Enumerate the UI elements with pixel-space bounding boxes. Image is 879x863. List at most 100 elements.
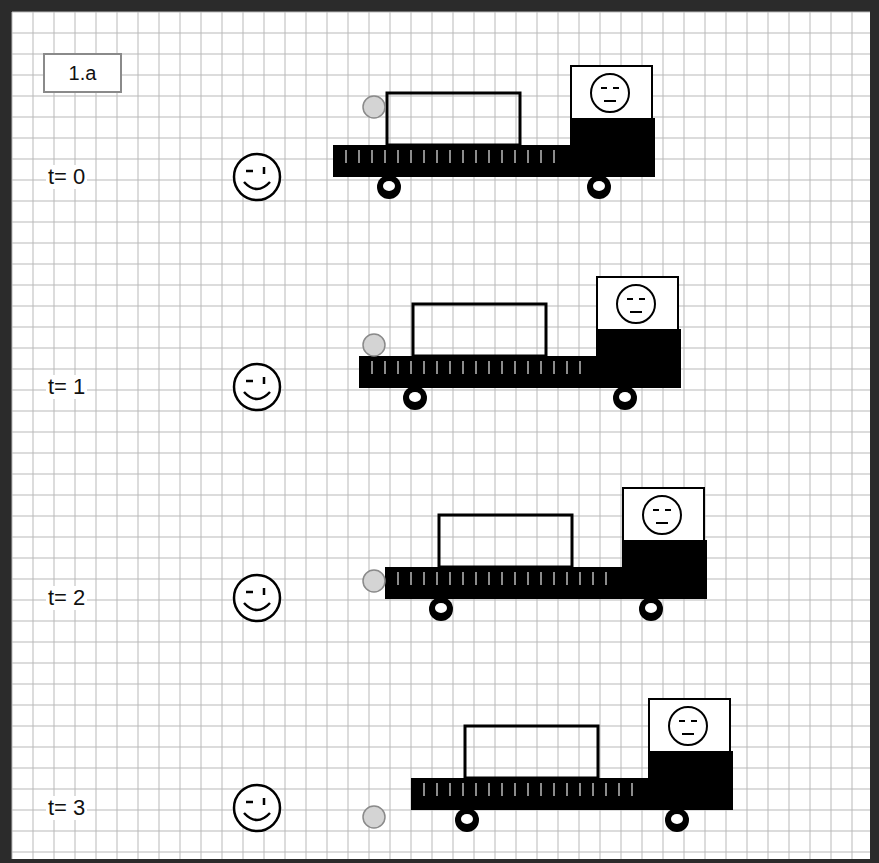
bed-tick xyxy=(488,783,490,796)
truck-bed xyxy=(333,145,655,177)
grid-line xyxy=(12,180,870,181)
bed-tick xyxy=(592,572,594,585)
grid-line xyxy=(516,12,517,859)
grid-line xyxy=(12,537,870,538)
bed-tick xyxy=(475,783,477,796)
bed-tick xyxy=(449,572,451,585)
bed-tick xyxy=(501,783,503,796)
grid-line xyxy=(222,12,223,859)
face-outline xyxy=(617,285,655,323)
bed-tick xyxy=(527,783,529,796)
grid-line xyxy=(306,12,307,859)
grid-line xyxy=(264,12,265,859)
grid-line xyxy=(12,453,870,454)
grid-line xyxy=(789,12,790,859)
grid-line xyxy=(12,117,870,118)
eye xyxy=(691,720,697,722)
mouth xyxy=(682,733,694,735)
bed-tick xyxy=(579,783,581,796)
bed-tick xyxy=(579,572,581,585)
cargo-box xyxy=(413,304,546,356)
grid-line xyxy=(327,12,328,859)
grid-line xyxy=(12,642,870,643)
bed-tick xyxy=(488,361,490,374)
truck xyxy=(385,488,707,621)
grid-line xyxy=(33,12,34,859)
bed-tick xyxy=(436,150,438,163)
eye xyxy=(263,167,266,174)
grid-line xyxy=(201,12,202,859)
bed-tick xyxy=(566,783,568,796)
eye xyxy=(263,377,266,384)
grid-line xyxy=(54,12,55,859)
grid-line xyxy=(285,12,286,859)
bed-tick xyxy=(410,572,412,585)
mouth xyxy=(630,311,642,313)
bed-tick xyxy=(462,150,464,163)
cargo-box xyxy=(465,726,598,778)
bed-tick xyxy=(514,783,516,796)
driver-face xyxy=(643,496,681,534)
face-outline xyxy=(234,575,280,621)
grid-line xyxy=(12,348,870,349)
bed-tick xyxy=(527,572,529,585)
face-outline xyxy=(234,364,280,410)
face-outline xyxy=(669,707,707,745)
grid-line xyxy=(12,831,870,832)
face-outline xyxy=(234,785,280,831)
cargo-box xyxy=(387,93,520,145)
eye xyxy=(263,588,266,595)
eye xyxy=(627,298,633,300)
grid-line xyxy=(453,12,454,859)
truck xyxy=(359,277,681,410)
eye xyxy=(639,298,645,300)
bed-tick xyxy=(488,572,490,585)
grid-line xyxy=(12,747,870,748)
grid-line xyxy=(12,96,870,97)
eye xyxy=(246,801,253,804)
grid-line xyxy=(411,12,412,859)
wheel xyxy=(587,175,611,199)
grid-line xyxy=(12,558,870,559)
bed-tick xyxy=(631,783,633,796)
bed-tick xyxy=(397,572,399,585)
bed-tick xyxy=(579,361,581,374)
grid-line xyxy=(12,243,870,244)
wheel-hub xyxy=(461,814,473,824)
wheel-hub xyxy=(645,603,657,613)
bed-tick xyxy=(566,361,568,374)
bed-tick xyxy=(553,783,555,796)
grid-line xyxy=(768,12,769,859)
ball xyxy=(363,806,385,828)
time-label: t= 1 xyxy=(46,375,87,399)
grid-line xyxy=(12,12,13,859)
mouth xyxy=(244,392,270,399)
bed-tick xyxy=(475,361,477,374)
bed-tick xyxy=(397,150,399,163)
bed-tick xyxy=(553,361,555,374)
bed-tick xyxy=(527,361,529,374)
wheel xyxy=(377,175,401,199)
wheel-hub xyxy=(409,392,421,402)
mouth xyxy=(604,100,616,102)
bed-tick xyxy=(514,150,516,163)
grid-line xyxy=(12,726,870,727)
bed-tick xyxy=(345,150,347,163)
paper xyxy=(12,12,870,859)
bed-tick xyxy=(449,150,451,163)
time-label: t= 0 xyxy=(46,165,87,189)
ball xyxy=(363,334,385,356)
grid-line xyxy=(852,12,853,859)
mouth xyxy=(244,182,270,189)
eye xyxy=(246,591,253,594)
observer-face xyxy=(234,364,280,410)
bed-tick xyxy=(553,572,555,585)
wheel-hub xyxy=(671,814,683,824)
wheel xyxy=(613,386,637,410)
grid-line xyxy=(432,12,433,859)
eye xyxy=(246,170,253,173)
bed-tick xyxy=(449,361,451,374)
grid-line xyxy=(12,474,870,475)
